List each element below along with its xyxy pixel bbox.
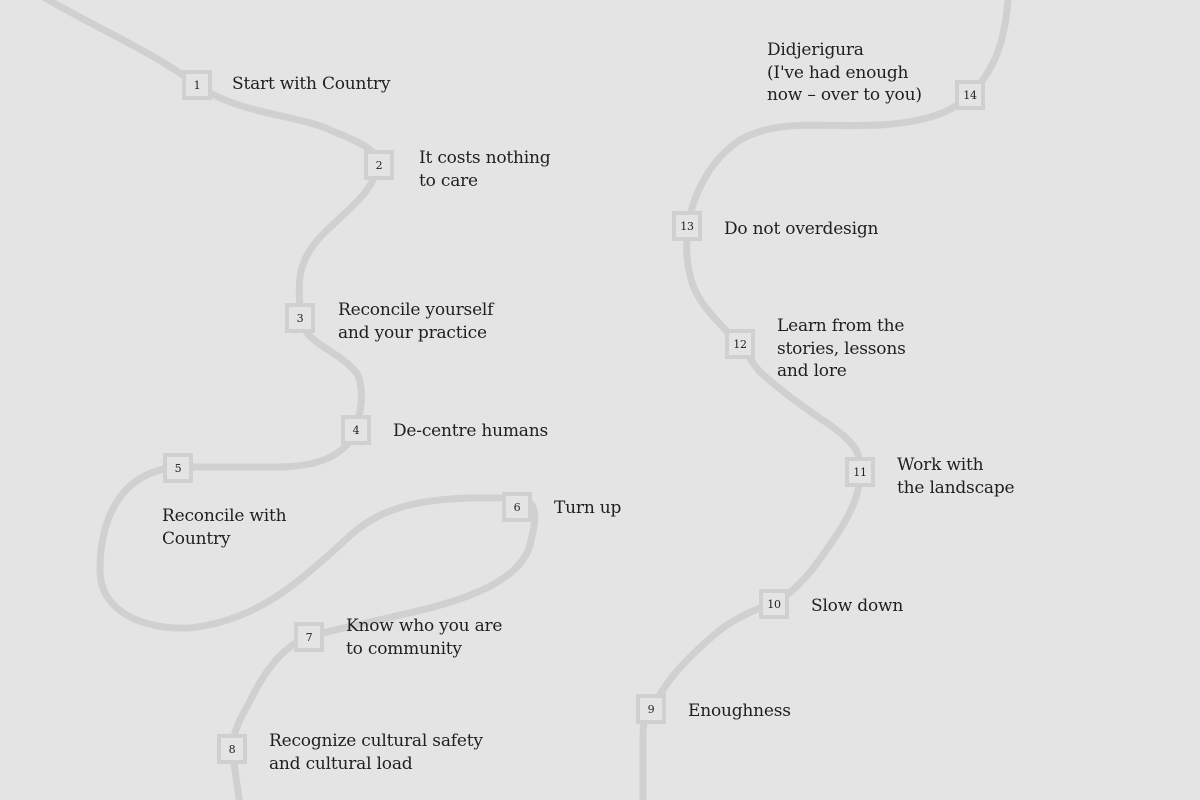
step-number: 9 <box>647 702 655 716</box>
step-marker-11: 11 <box>845 457 875 487</box>
step-number: 7 <box>305 630 313 644</box>
step-label-3: Reconcile yourself and your practice <box>338 300 494 343</box>
step-marker-10: 10 <box>759 589 789 619</box>
step-marker-13: 13 <box>672 211 702 241</box>
step-number: 13 <box>680 219 694 233</box>
step-marker-3: 3 <box>285 303 315 333</box>
step-number: 1 <box>193 78 201 92</box>
step-marker-9: 9 <box>636 694 666 724</box>
step-number: 10 <box>767 597 781 611</box>
step-number: 11 <box>853 465 867 479</box>
step-label-8: Recognize cultural safety and cultural l… <box>269 731 483 774</box>
step-number: 5 <box>174 461 182 475</box>
step-label-11: Work with the landscape <box>897 455 1015 498</box>
step-number: 14 <box>963 88 977 102</box>
step-number: 2 <box>375 158 383 172</box>
step-label-6: Turn up <box>554 498 622 518</box>
step-marker-2: 2 <box>364 150 394 180</box>
step-marker-4: 4 <box>341 415 371 445</box>
step-label-13: Do not overdesign <box>724 219 879 239</box>
step-marker-5: 5 <box>163 453 193 483</box>
step-label-12: Learn from the stories, lessons and lore <box>777 316 906 381</box>
step-marker-12: 12 <box>725 329 755 359</box>
step-number: 3 <box>296 311 304 325</box>
step-label-14: Didjerigura (I've had enough now – over … <box>767 40 922 105</box>
step-label-5: Reconcile with Country <box>162 506 287 549</box>
step-number: 6 <box>513 500 521 514</box>
step-label-4: De-centre humans <box>393 421 549 441</box>
step-marker-8: 8 <box>217 734 247 764</box>
step-number: 8 <box>228 742 236 756</box>
step-marker-7: 7 <box>294 622 324 652</box>
step-marker-6: 6 <box>502 492 532 522</box>
step-marker-14: 14 <box>955 80 985 110</box>
step-label-7: Know who you are to community <box>346 616 503 659</box>
step-number: 12 <box>733 337 747 351</box>
step-label-2: It costs nothing to care <box>419 148 551 191</box>
step-label-10: Slow down <box>811 596 904 616</box>
step-number: 4 <box>352 423 360 437</box>
step-label-1: Start with Country <box>232 74 391 94</box>
step-marker-1: 1 <box>182 70 212 100</box>
step-label-9: Enoughness <box>688 701 791 721</box>
